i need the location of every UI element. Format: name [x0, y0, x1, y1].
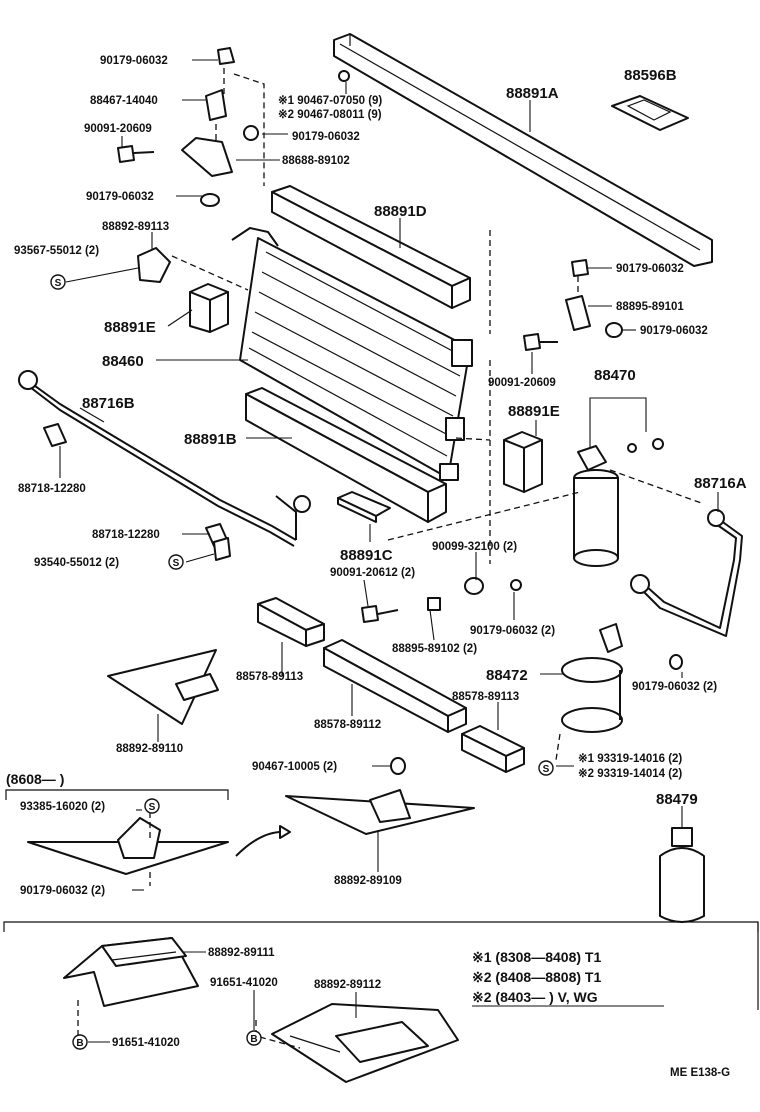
- foam-88891D: [271, 185, 471, 309]
- note-2: ※2 (8408—8808) T1: [472, 969, 601, 985]
- label-90179-06032-b: 90179-06032: [86, 191, 154, 203]
- svg-text:B: B: [250, 1034, 257, 1045]
- label-90179-06032-h: 90179-06032 (2): [20, 885, 105, 897]
- label-88479: 88479: [656, 791, 698, 808]
- applicability-notes: ※1 (8308—8408) T1 ※2 (8408—8808) T1 ※2 (…: [472, 949, 664, 1007]
- diagram-reference-code: ME E138-G: [670, 1067, 730, 1079]
- label-88578-89112: 88578-89112: [314, 719, 381, 731]
- foam-88891E-right: [503, 431, 543, 493]
- label-91651-41020-a: 91651-41020: [210, 977, 278, 989]
- pad-88596B: [611, 95, 689, 131]
- label-90091-20609-b: 90091-20609: [488, 377, 556, 389]
- fasteners-mid: [361, 577, 522, 623]
- label-90091-20609-a: 90091-20609: [84, 123, 152, 135]
- receiver-drier-88470: [573, 438, 664, 567]
- label-88467-14040: 88467-14040: [90, 95, 158, 107]
- bracket-88472: [561, 623, 683, 733]
- label-90099-32100: 90099-32100 (2): [432, 541, 517, 553]
- label-90179-06032-a: 90179-06032: [100, 55, 168, 67]
- label-90179-06032-d: 90179-06032: [616, 263, 684, 275]
- foam-88578-89112: [323, 639, 467, 733]
- label-88470: 88470: [594, 367, 636, 384]
- label-88460: 88460: [102, 353, 144, 370]
- symbol-b-91651-a: B: [72, 1034, 88, 1050]
- label-note1-90467-07050: ※1 90467-07050 (9): [278, 94, 382, 107]
- symbol-s-93319: S: [538, 760, 554, 776]
- label-93567-55012: 93567-55012 (2): [14, 245, 99, 257]
- symbol-b-91651-b: B: [246, 1030, 262, 1046]
- label-8608-range: (8608— ): [6, 771, 64, 787]
- label-88892-89109: 88892-89109: [334, 875, 402, 887]
- label-88891B: 88891B: [184, 431, 237, 448]
- symbol-s-93567: S: [50, 274, 66, 290]
- label-88895-89101: 88895-89101: [616, 301, 684, 313]
- pipe-88716A: [630, 509, 743, 637]
- label-note1-93319-14016: ※1 93319-14016 (2): [578, 752, 682, 765]
- label-note2-90467-08011: ※2 90467-08011 (9): [278, 108, 382, 121]
- seal-bar-88891A: [333, 33, 713, 267]
- symbol-s-93385: S: [144, 798, 160, 814]
- symbol-s-93540: S: [168, 554, 184, 570]
- svg-text:S: S: [55, 278, 62, 289]
- label-88472: 88472: [486, 667, 528, 684]
- deflector-88892-89109: [285, 757, 475, 835]
- label-88891C: 88891C: [340, 547, 393, 564]
- clamps-88718: [43, 423, 231, 561]
- label-88718-12280-a: 88718-12280: [18, 483, 86, 495]
- condenser-88460: [231, 227, 473, 481]
- note-1: ※1 (8308—8408) T1: [472, 949, 601, 965]
- coolant-bottle-88479: [659, 827, 705, 923]
- label-93540-55012: 93540-55012 (2): [34, 557, 119, 569]
- svg-text:S: S: [173, 558, 180, 569]
- shield-88892-89111: [63, 937, 199, 1007]
- part-labels: 90179-06032 88467-14040 90091-20609 9017…: [6, 55, 747, 1049]
- foam-88578-89113-b: [461, 725, 525, 773]
- label-91651-41020-b: 91651-41020: [112, 1037, 180, 1049]
- label-90091-20612: 90091-20612 (2): [330, 567, 415, 579]
- label-88718-12280-b: 88718-12280: [92, 529, 160, 541]
- label-88891D: 88891D: [374, 203, 427, 220]
- label-88892-89113: 88892-89113: [102, 221, 169, 233]
- label-88578-89113-a: 88578-89113: [236, 671, 303, 683]
- label-88892-89111: 88892-89111: [208, 947, 275, 959]
- label-88716B: 88716B: [82, 395, 135, 412]
- label-90467-10005: 90467-10005 (2): [252, 761, 337, 773]
- label-88596B: 88596B: [624, 67, 677, 84]
- svg-text:S: S: [149, 802, 156, 813]
- mount-hardware-left: [117, 47, 350, 283]
- label-note2-93319-14014: ※2 93319-14014 (2): [578, 767, 682, 780]
- label-93385-16020: 93385-16020 (2): [20, 801, 105, 813]
- pipe-88716B: [18, 370, 311, 547]
- label-88688-89102: 88688-89102: [282, 155, 350, 167]
- label-90179-06032-c: 90179-06032: [292, 131, 360, 143]
- svg-text:S: S: [543, 764, 550, 775]
- foam-88891E-left: [189, 283, 229, 333]
- shield-88892-89112: [271, 1003, 459, 1083]
- label-90179-06032-f: 90179-06032 (2): [470, 625, 555, 637]
- dashed-connectors: [77, 68, 705, 1049]
- label-88578-89113-b: 88578-89113: [452, 691, 519, 703]
- note-3: ※2 (8403— ) V, WG: [472, 989, 598, 1005]
- label-90179-06032-e: 90179-06032: [640, 325, 708, 337]
- foam-88891B: [245, 387, 447, 523]
- foam-88891C: [337, 491, 391, 523]
- svg-text:B: B: [76, 1038, 83, 1049]
- label-88716A: 88716A: [694, 475, 747, 492]
- foam-88578-89113-a: [257, 597, 325, 647]
- label-90179-06032-g: 90179-06032 (2): [632, 681, 717, 693]
- label-88891E-left: 88891E: [104, 319, 156, 336]
- lower-section-frame: [3, 921, 759, 1010]
- leader-lines: [59, 59, 719, 1043]
- deflector-88892-89110: [107, 649, 219, 725]
- label-88892-89110: 88892-89110: [116, 743, 183, 755]
- label-88891A: 88891A: [506, 85, 559, 102]
- label-88892-89112: 88892-89112: [314, 979, 381, 991]
- label-88895-89102: 88895-89102 (2): [392, 643, 477, 655]
- mount-hardware-right: [523, 259, 623, 351]
- label-88891E-right: 88891E: [508, 403, 560, 420]
